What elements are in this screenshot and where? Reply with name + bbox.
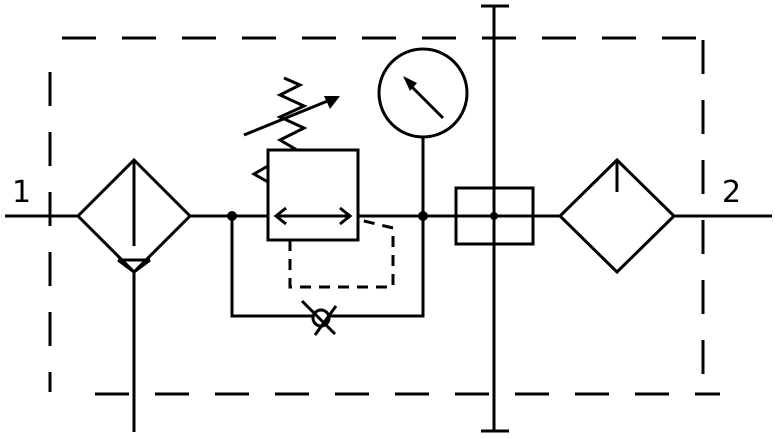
pressure-regulator-symbol bbox=[250, 148, 395, 289]
inlet-port-label: 1 bbox=[12, 175, 31, 210]
mounting-block-symbol bbox=[454, 4, 535, 433]
enclosure-boundary bbox=[48, 36, 720, 396]
lubricator-symbol bbox=[557, 157, 677, 275]
pressure-gauge-symbol bbox=[377, 47, 469, 216]
check-valve-symbol bbox=[300, 299, 338, 336]
adjustable-spring-icon bbox=[243, 76, 340, 152]
outlet-port-label: 2 bbox=[722, 175, 741, 210]
filter-symbol bbox=[75, 157, 193, 432]
bypass-line bbox=[230, 216, 425, 318]
